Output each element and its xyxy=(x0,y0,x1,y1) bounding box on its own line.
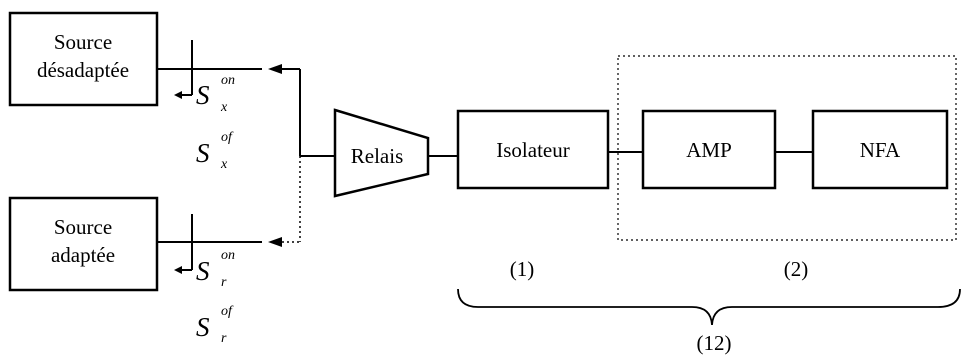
sx-of-base: S xyxy=(196,138,210,168)
sr-of-sub: r xyxy=(221,331,227,346)
stage2-label: (2) xyxy=(784,257,809,281)
reflection-arrow-icon xyxy=(174,91,182,99)
sx-of-label: S of x xyxy=(196,130,234,172)
amp-label: AMP xyxy=(686,138,732,162)
source-mismatched-label-line1: Source xyxy=(54,30,112,54)
bottom-signal-path xyxy=(157,214,300,274)
nfa-block: NFA xyxy=(811,109,949,190)
source-mismatched-label-line2: désadaptée xyxy=(37,58,129,82)
stage1-label: (1) xyxy=(510,257,535,281)
isolator-label: Isolateur xyxy=(496,138,569,162)
sx-of-sup: of xyxy=(221,130,234,145)
top-arrow-icon xyxy=(268,64,282,74)
sr-of-sup: of xyxy=(221,304,234,319)
sr-of-label: S of r xyxy=(196,304,234,346)
sr-of-base: S xyxy=(196,312,210,342)
source-mismatched-block: Source désadaptée xyxy=(8,11,159,107)
nfa-label: NFA xyxy=(860,138,901,162)
relay-label: Relais xyxy=(351,144,404,168)
curly-brace xyxy=(457,288,961,326)
amp-block: AMP xyxy=(641,109,777,190)
reflection-arrow-icon xyxy=(174,266,182,274)
cascade-label: (12) xyxy=(697,331,732,355)
sx-on-sup: on xyxy=(221,73,235,88)
sr-on-sup: on xyxy=(221,248,235,263)
source-matched-label-line2: adaptée xyxy=(51,243,115,267)
sx-of-sub: x xyxy=(220,157,228,172)
sx-on-base: S xyxy=(196,80,210,110)
top-signal-path xyxy=(157,40,300,99)
switch-bus xyxy=(299,69,335,242)
stage2-enclosure xyxy=(617,55,957,241)
bottom-arrow-icon xyxy=(268,237,282,247)
sx-on-sub: x xyxy=(220,100,228,115)
isolator-block: Isolateur xyxy=(456,109,610,190)
source-matched-label-line1: Source xyxy=(54,215,112,239)
sr-on-label: S on r xyxy=(196,248,235,290)
relay-block: Relais xyxy=(333,108,430,198)
sr-on-base: S xyxy=(196,256,210,286)
sr-on-sub: r xyxy=(221,275,227,290)
source-matched-block: Source adaptée xyxy=(8,196,159,292)
sx-on-label: S on x xyxy=(196,73,235,115)
